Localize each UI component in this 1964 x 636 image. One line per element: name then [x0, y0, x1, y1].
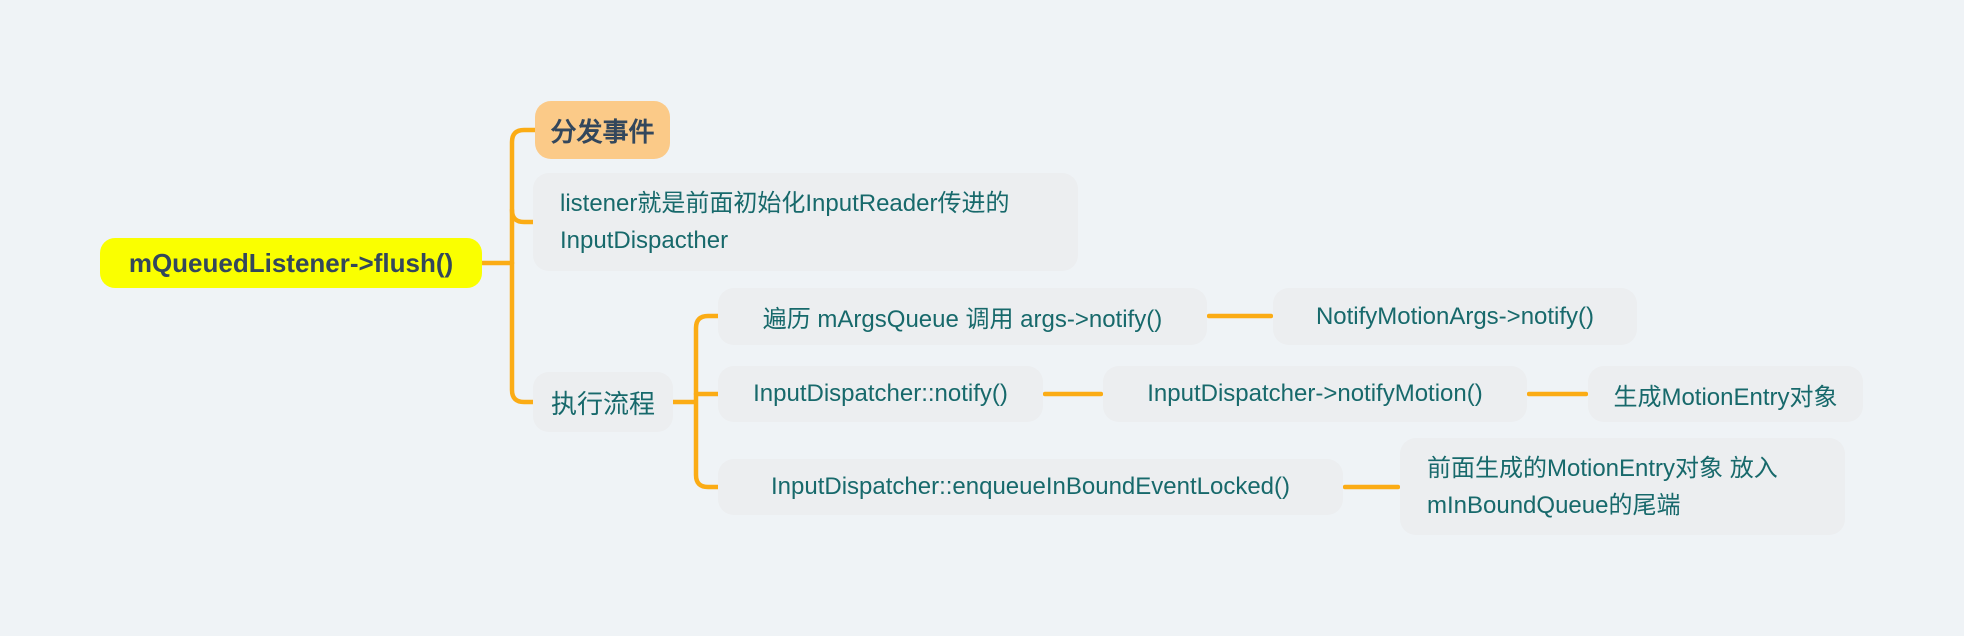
connector-exec-trunk	[693, 313, 721, 490]
node-inputdispatcher-notifymotion[interactable]: InputDispatcher->notifyMotion()	[1103, 366, 1527, 422]
node-motionentry-queue-line1: 前面生成的MotionEntry对象 放入	[1427, 454, 1778, 482]
node-listener-note-line2: InputDispacther	[560, 227, 729, 254]
node-inputdispatcher-notify[interactable]: InputDispatcher::notify()	[718, 366, 1043, 422]
node-create-motionentry[interactable]: 生成MotionEntry对象	[1588, 366, 1863, 422]
node-traverse-margsqueue[interactable]: 遍历 mArgsQueue 调用 args->notify()	[718, 288, 1207, 345]
node-listener-note-line1: listener就是前面初始化InputReader传进的	[560, 190, 1010, 217]
node-notifymotionargs-notify[interactable]: NotifyMotionArgs->notify()	[1273, 288, 1637, 345]
root-node-mqueuedlistener-flush[interactable]: mQueuedListener->flush()	[100, 238, 482, 288]
connector-listener-branch	[509, 207, 536, 225]
node-motionentry-queue-line2: mInBoundQueue的尾端	[1427, 491, 1681, 519]
connector-main-trunk	[509, 127, 538, 405]
node-enqueue-inbound-event-locked[interactable]: InputDispatcher::enqueueInBoundEventLock…	[718, 459, 1343, 515]
branch-node-exec-flow[interactable]: 执行流程	[533, 372, 673, 432]
branch-node-dispatch-event[interactable]: 分发事件	[535, 101, 670, 159]
node-motionentry-into-minboundqueue[interactable]: 前面生成的MotionEntry对象 放入 mInBoundQueue的尾端	[1400, 438, 1845, 535]
node-listener-note[interactable]: listener就是前面初始化InputReader传进的 InputDispa…	[533, 173, 1078, 271]
